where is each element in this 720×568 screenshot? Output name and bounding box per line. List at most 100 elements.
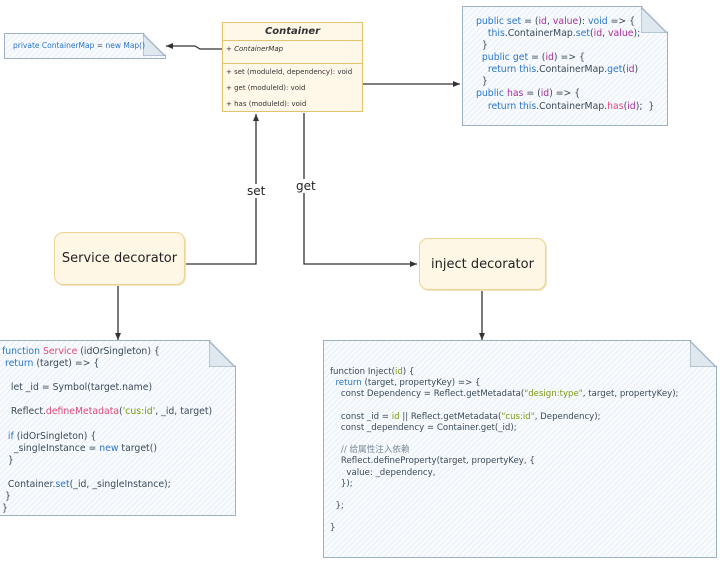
code-line: }	[476, 41, 654, 53]
code-token: = (	[523, 88, 541, 100]
code-token: id	[540, 88, 550, 100]
code-token: function Inject(	[330, 367, 395, 377]
code-token: Container.	[2, 478, 56, 490]
note-fold-icon	[690, 341, 716, 367]
code-token: value: _dependency,	[330, 467, 436, 478]
code-token: }	[330, 523, 336, 534]
code-token: ) {	[402, 367, 415, 377]
code-token: this	[476, 28, 505, 40]
code-token: id	[593, 28, 603, 40]
code-token: void	[588, 16, 608, 27]
code-token: const _id =	[330, 411, 392, 422]
code-line: }	[330, 524, 678, 535]
code-line	[330, 513, 678, 524]
code-token: (	[623, 100, 628, 112]
code-token: = (	[524, 16, 539, 27]
code-token: id	[626, 64, 635, 76]
code-token: ) => {	[549, 88, 581, 100]
code-token: "design:type"	[524, 389, 583, 400]
note-fold-icon	[209, 341, 235, 367]
code-line: Container.set(_id, _singleInstance);	[2, 480, 212, 492]
code-token: id	[545, 52, 554, 64]
code-line: function Service (idOrSingleton) {	[2, 347, 212, 359]
code-token: id	[538, 16, 547, 27]
service-decorator-label: Service decorator	[61, 251, 178, 266]
code-token: defineMetadata	[45, 406, 120, 418]
code-token: .ContainerMap.	[504, 28, 576, 40]
class-attribute: + ContainerMap	[223, 41, 362, 64]
code-line: };	[330, 502, 678, 513]
class-title: Container	[223, 23, 362, 41]
code-token: const Dependency = Reflect.getMetadata(	[330, 389, 525, 400]
code-token: (target) => {	[33, 358, 100, 370]
code-token: return this	[476, 64, 537, 76]
service-decorator-node: Service decorator	[54, 232, 185, 285]
code-token: , Dependency);	[534, 411, 601, 422]
methods-code: public set = (id, value): void => { this…	[476, 17, 654, 114]
code-line: return (target) => {	[2, 359, 212, 371]
code-token: = (	[531, 52, 546, 64]
code-token: ):	[578, 16, 588, 27]
code-token: , _id, target)	[155, 406, 213, 418]
code-token: new	[105, 41, 124, 50]
code-line: return this.ContainerMap.has(id); }	[476, 102, 654, 114]
inject-decorator-node: inject decorator	[419, 238, 546, 290]
container-methods-note: public set = (id, value): void => { this…	[462, 6, 668, 126]
inject-code-note: function Inject(id) { return (target, pr…	[323, 340, 717, 558]
code-token: if	[7, 430, 14, 442]
code-line: this.ContainerMap.set(id, value);	[476, 29, 654, 41]
code-line: }	[476, 77, 654, 89]
code-line	[330, 491, 678, 502]
inject-decorator-label: inject decorator	[431, 256, 534, 272]
code-token: "cus:id"	[501, 411, 535, 422]
code-line: }	[2, 504, 212, 516]
edge-container-to-map	[166, 43, 222, 50]
code-token: => {	[607, 16, 636, 27]
code-line: let _id = Symbol(target.name)	[2, 383, 212, 395]
code-token: let _id = Symbol(target.name)	[2, 382, 153, 394]
code-token: ); }	[635, 100, 655, 112]
note-fold-icon	[641, 7, 667, 33]
code-line: function Inject(id) {	[330, 368, 678, 379]
code-token: return	[2, 358, 34, 370]
code-token: ContainerMap	[41, 41, 95, 50]
code-line: });	[330, 480, 678, 491]
code-token: }	[476, 40, 488, 52]
code-token: .ContainerMap.	[536, 64, 608, 76]
map-note-code: private ContainerMap = new Map()	[13, 42, 145, 50]
code-line: return (target, propertyKey) => {	[330, 379, 678, 390]
container-map-note: private ContainerMap = new Map()	[4, 33, 166, 59]
code-token: has	[607, 100, 624, 112]
code-token: .ContainerMap.	[536, 100, 608, 112]
code-token: ,	[546, 16, 553, 27]
code-token: =	[94, 41, 106, 50]
code-token: )	[634, 64, 639, 76]
code-token: Reflect.	[2, 406, 46, 418]
inject-code: function Inject(id) { return (target, pr…	[330, 368, 678, 536]
code-token: Map()	[123, 41, 146, 50]
edge-label-set: set	[246, 184, 267, 198]
code-token: set	[575, 28, 590, 40]
code-token: }	[2, 490, 11, 502]
code-token: , target, propertyKey);	[582, 389, 679, 400]
class-operations: + set (moduleId, dependency): void + get…	[223, 64, 362, 112]
code-line: }	[2, 492, 212, 504]
code-line: const _dependency = Container.get(_id);	[330, 424, 678, 435]
edge-get	[303, 113, 417, 267]
code-line: public get = (id) => {	[476, 53, 654, 65]
code-token: public set	[476, 16, 525, 27]
code-token: (	[119, 406, 123, 418]
code-token: function	[2, 346, 43, 357]
code-line: value: _dependency,	[330, 469, 678, 480]
code-token: id	[391, 411, 400, 422]
code-token: };	[330, 501, 344, 512]
code-token: // 给属性注入依赖	[330, 445, 410, 456]
edge-label-get: get	[295, 179, 317, 193]
code-line: public set = (id, value): void => {	[476, 17, 654, 29]
code-line: Reflect.defineProperty(target, propertyK…	[330, 457, 678, 468]
code-token: (idOrSingleton) {	[77, 346, 160, 357]
code-line: const _id = id || Reflect.getMetadata("c…	[330, 413, 678, 424]
code-token: (	[622, 64, 627, 76]
class-operation-get: + get (moduleId): void	[226, 84, 306, 92]
code-token: const _dependency = Container.get(_id);	[330, 422, 517, 433]
